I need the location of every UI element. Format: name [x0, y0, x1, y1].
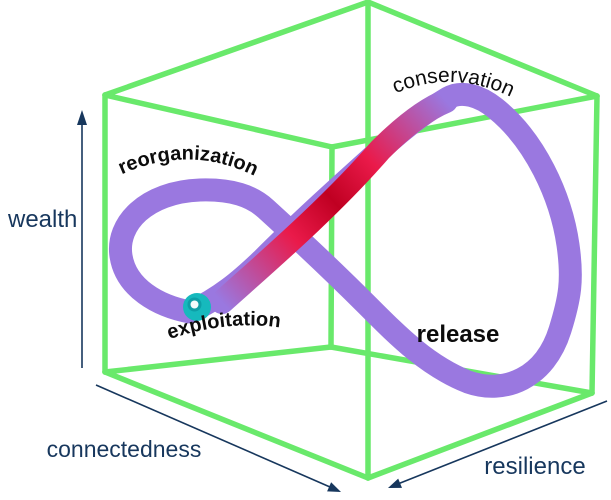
cube-edge-back-vertical	[328, 144, 335, 350]
cube-edge-bottom-left	[102, 369, 371, 481]
cube-edge-bottom-back-left	[102, 344, 334, 375]
label-wealth-axis: wealth	[7, 206, 77, 233]
resilience-axis-arrowhead	[388, 478, 402, 488]
label-resilience-axis: resilience	[484, 453, 585, 480]
label-reorganization-text: reorganization	[115, 142, 262, 180]
resilience-axis-line	[398, 400, 608, 485]
cube-wireframe	[102, 0, 600, 481]
cube-edge-bottom-right	[365, 390, 595, 481]
axes	[77, 110, 608, 492]
cycle-position-marker	[183, 293, 211, 321]
cube-edge-top-left	[102, 0, 371, 98]
label-connectedness-axis: connectedness	[47, 436, 202, 462]
connectedness-axis-line	[95, 384, 331, 488]
label-release: release	[417, 321, 500, 348]
cube-edge-top-back-left	[102, 92, 335, 150]
marker-hole	[190, 300, 199, 309]
adaptive-cycle-band	[108, 82, 582, 398]
cube-edge-right-vertical	[589, 93, 600, 396]
connectedness-axis-arrowhead	[327, 482, 341, 492]
wealth-axis-arrowhead	[77, 110, 87, 125]
band-red-transition-segment	[210, 89, 458, 314]
band-purple-loop	[108, 82, 582, 398]
cube-edge-top-right	[365, 0, 600, 99]
label-reorganization: reorganization	[115, 142, 262, 180]
